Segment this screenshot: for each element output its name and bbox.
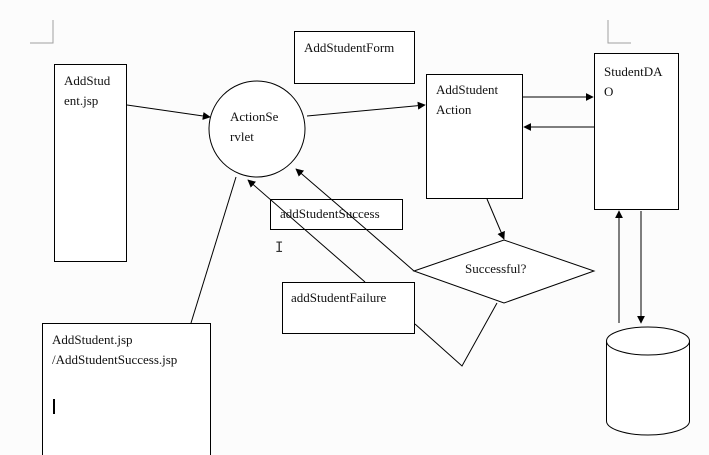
student-dao-label-line2: O [604, 84, 614, 99]
line-servlet-to-output-jsp [190, 176, 237, 324]
text-caret [53, 399, 55, 414]
output-jsp-label-line2: /AddStudentSuccess.jsp [52, 352, 178, 367]
student-dao-label-line1: StudentDA [604, 64, 663, 79]
add-student-success-label: addStudentSuccess [280, 206, 380, 221]
addstudent-action-label-line1: AddStudent [436, 82, 499, 97]
output-jsp-label-line1: AddStudent.jsp [52, 332, 133, 347]
arrow-action-to-decision [486, 198, 505, 240]
line-decision-failure-path [414, 302, 498, 367]
output-jsp-box[interactable] [42, 323, 211, 455]
ibeam-cursor-icon: I [275, 240, 284, 256]
successful-decision-diamond[interactable] [412, 239, 596, 304]
addstudent-jsp-box[interactable] [54, 64, 127, 262]
page-corner-mark-left [30, 20, 54, 44]
database-cylinder[interactable] [606, 326, 690, 436]
addstudent-form-label: AddStudentForm [304, 40, 395, 55]
addstudent-jsp-label-line1: AddStud [64, 73, 111, 88]
student-dao-box[interactable] [594, 53, 679, 210]
arrow-decision-success-to-servlet [295, 168, 415, 272]
arrow-servlet-to-action [306, 101, 426, 117]
add-student-failure-box[interactable] [282, 282, 415, 334]
add-student-failure-label: addStudentFailure [291, 290, 387, 305]
addstudent-action-label-line2: Action [436, 102, 472, 117]
action-servlet-label-line1: ActionSe [230, 109, 279, 124]
arrow-jsp-to-servlet [126, 104, 211, 120]
decision-label: Successful? [465, 261, 527, 276]
addstudent-form-box[interactable] [294, 31, 415, 84]
add-student-success-box[interactable] [270, 199, 403, 230]
addstudent-jsp-label-line2: ent.jsp [64, 93, 99, 108]
action-servlet-label-line2: rvlet [230, 129, 254, 144]
page-corner-mark-right [607, 20, 631, 44]
arrow-failure-to-servlet [247, 179, 366, 283]
addstudent-action-box[interactable] [426, 74, 523, 199]
action-servlet-circle[interactable] [208, 80, 306, 178]
